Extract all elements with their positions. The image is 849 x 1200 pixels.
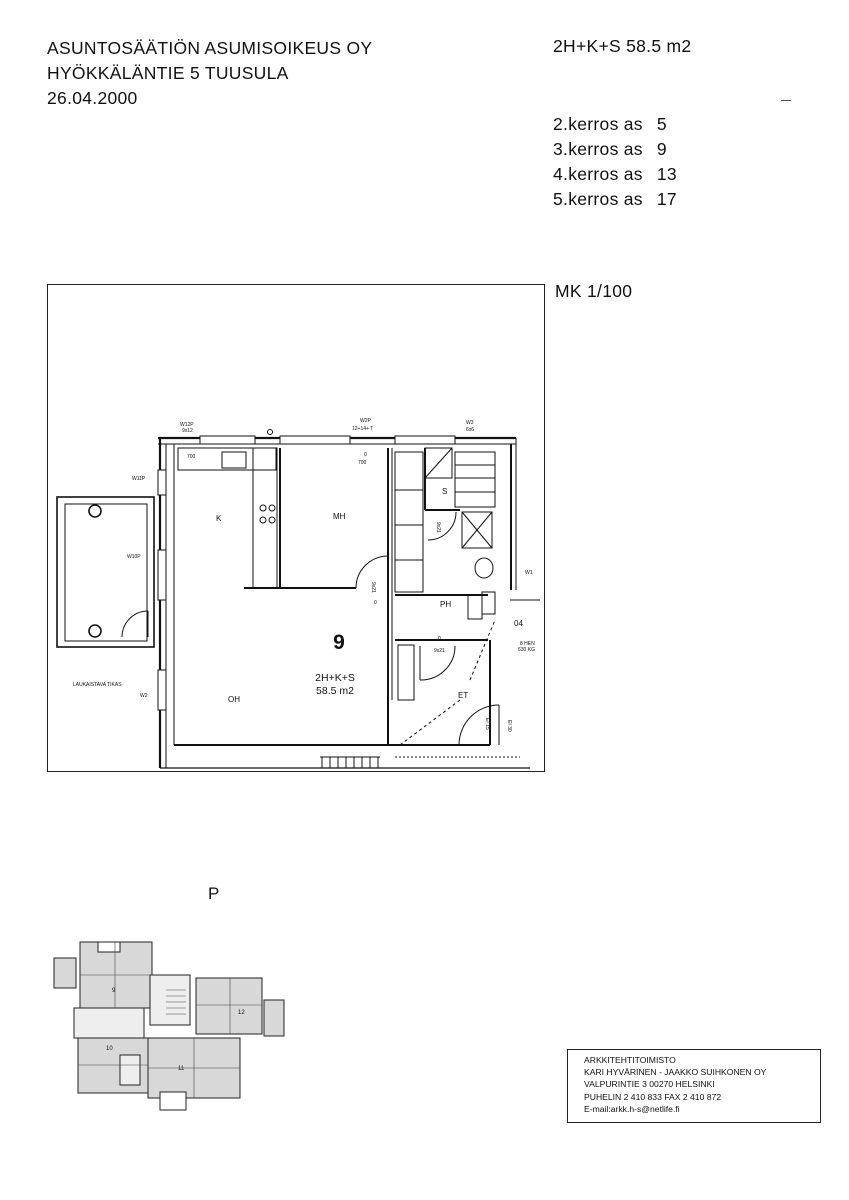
keyplan-apartment: 11	[178, 1066, 185, 1072]
balcony-outer	[56, 496, 155, 648]
stamp-line: PUHELIN 2 410 833 FAX 2 410 872	[584, 1091, 722, 1102]
window-size: 6x6	[466, 427, 474, 433]
floor-level: 0	[374, 600, 377, 606]
room-stair: 04	[514, 619, 523, 628]
architect-stamp: ARKKITEHTITOIMISTO KARI HYVÄRINEN - JAAK…	[567, 1049, 821, 1123]
room-bathroom: PH	[440, 600, 451, 609]
floor-level: 0	[438, 636, 441, 642]
plan-apartment-type: 2H+K+S	[315, 672, 355, 684]
apartment-number-large: 9	[333, 631, 345, 654]
document-header: ASUNTOSÄÄTIÖN ASUMISOIKEUS OY HYÖKKÄLÄNT…	[47, 36, 372, 111]
floor-row: 3.kerros as 9	[553, 137, 677, 162]
window-label: W1	[525, 570, 533, 576]
date: 26.04.2000	[47, 88, 138, 108]
drawing-scale: MK 1/100	[555, 281, 633, 301]
kitchen-counter	[177, 447, 277, 471]
orientation-label: P	[208, 884, 220, 903]
window-label: W11P	[132, 476, 146, 482]
door-class: EI 30	[506, 720, 512, 732]
stamp-line: VALPURINTIE 3 00270 HELSINKI	[584, 1079, 715, 1090]
floor-label: 3.kerros as	[553, 139, 643, 159]
window-label: W10P	[127, 554, 141, 560]
apartment-number: 13	[656, 164, 677, 184]
balcony-post	[88, 624, 102, 638]
balcony-inner	[64, 503, 148, 642]
ladder-label: LAUKAISTAVA TIKAS	[73, 682, 122, 688]
plan-frame	[47, 284, 545, 772]
sill-height: 700	[358, 460, 367, 466]
keyplan-apartment: 12	[238, 1010, 245, 1016]
balcony-post	[88, 504, 102, 518]
window-size: 9x12	[182, 428, 193, 434]
keyplan-apartment: 10	[106, 1046, 113, 1052]
room-hall: ET	[458, 691, 468, 700]
floor-plan: K MH OH PH S ET 04 9 2H+K+S 58.5 m2 W12P…	[56, 418, 540, 769]
door-class: EI 15	[484, 718, 490, 730]
hall-wardrobe	[397, 644, 415, 701]
window-label: W12P	[180, 422, 194, 428]
floor-row: 4.kerros as 13	[553, 162, 677, 187]
apartment-type-area: 2H+K+S 58.5 m2	[553, 36, 692, 56]
room-living: OH	[228, 695, 240, 704]
floor-label: 5.kerros as	[553, 189, 643, 209]
sill-height: 700	[187, 454, 196, 460]
company-name: ASUNTOSÄÄTIÖN ASUMISOIKEUS OY	[47, 38, 373, 58]
door-size: 9x21	[434, 648, 445, 654]
apartment-number: 5	[656, 114, 667, 134]
toilet	[474, 557, 494, 579]
keyplan-apartment: 9	[112, 988, 116, 994]
floor-row: 5.kerros as 17	[553, 187, 677, 212]
floor-label: 4.kerros as	[553, 164, 643, 184]
sill-height: 0	[364, 452, 367, 458]
stamp-line: E-mail:arkk.h-s@netlife.fi	[584, 1103, 680, 1114]
door-size: 9x21	[370, 582, 376, 593]
apartment-number: 17	[656, 189, 677, 209]
plan-apartment-area: 58.5 m2	[316, 685, 354, 697]
sauna-bench	[454, 451, 496, 508]
apartment-number: 9	[656, 139, 667, 159]
door-size: 9x21	[435, 522, 441, 533]
window-label: W3	[466, 420, 474, 426]
window-label: W2	[140, 693, 148, 699]
floor-row: 2.kerros as 5	[553, 112, 677, 137]
window-size: 12+14+ T	[352, 426, 373, 432]
room-kitchen: K	[216, 514, 222, 523]
floor-label: 2.kerros as	[553, 114, 643, 134]
wardrobe	[394, 451, 424, 593]
window-label: W2P	[360, 418, 372, 424]
stamp-line: ARKKITEHTITOIMISTO	[584, 1055, 676, 1065]
margin-mark	[781, 100, 791, 101]
room-sauna: S	[442, 487, 447, 496]
elevator-capacity: 8 HEN	[520, 641, 535, 647]
room-bedroom: MH	[333, 512, 346, 521]
elevator-load: 630 KG	[518, 647, 535, 653]
stamp-line: KARI HYVÄRINEN - JAAKKO SUIHKONEN OY	[584, 1067, 767, 1078]
address: HYÖKKÄLÄNTIE 5 TUUSULA	[47, 63, 289, 83]
